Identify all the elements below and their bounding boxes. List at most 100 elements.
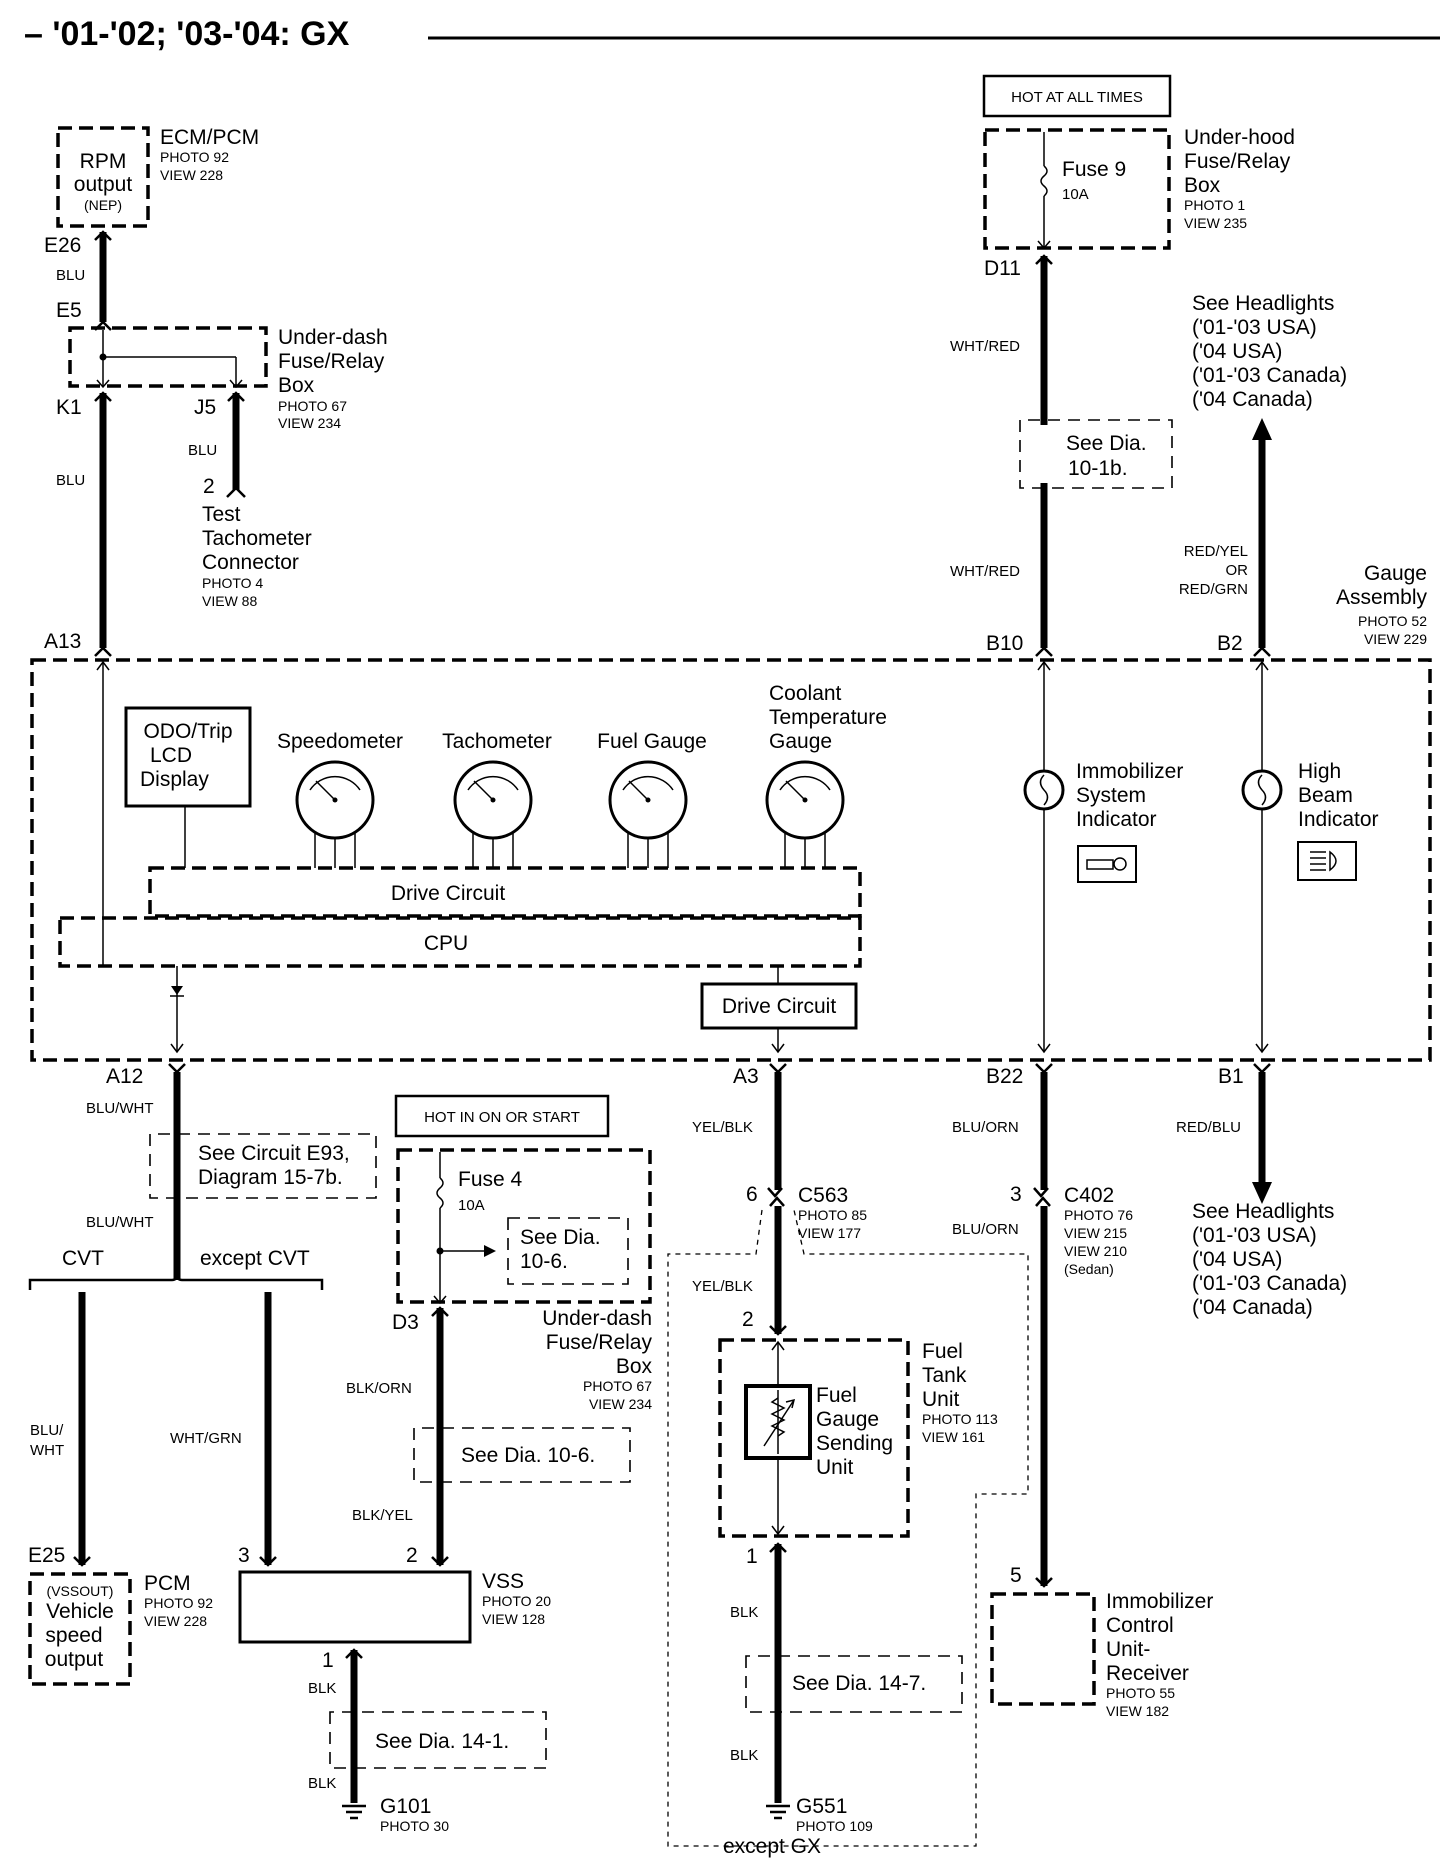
odo-l2: LCD: [150, 744, 192, 767]
hot-in-on-box: [394, 1094, 610, 1138]
coolant-l3: Gauge: [769, 730, 832, 753]
wire-color-blu-orn-2: BLU/ORN: [952, 1221, 1019, 1238]
underhood-fuse-box: [983, 128, 1171, 250]
underdash-bot-l1: Under-dash: [542, 1307, 652, 1330]
see-dia-14-7-box: [745, 1655, 963, 1713]
pcm-vssout-box: [28, 1572, 132, 1686]
high-beam-l3: Indicator: [1298, 808, 1379, 831]
arrow-j5: [229, 379, 243, 389]
wire-color-blu-wht-2: BLU/WHT: [86, 1214, 154, 1231]
ecm-name: ECM/PCM: [160, 126, 259, 149]
pcm-photo: PHOTO 92: [144, 1595, 213, 1611]
headlights-bot-l5: ('04 Canada): [1192, 1296, 1313, 1319]
underdash-fuse-box-bottom: [396, 1148, 652, 1304]
headlights-top-l4: ('01-'03 Canada): [1192, 364, 1347, 387]
conn-j5: [227, 391, 245, 402]
arrow-to-headlights-top: [1252, 418, 1272, 440]
b2-internal-arrow: [1255, 660, 1269, 671]
conn-immob-5: [1035, 1577, 1053, 1588]
wire-color-blk-1: BLK: [308, 1680, 336, 1697]
pin-c563-6: 6: [746, 1183, 758, 1206]
vss-box: [238, 1570, 472, 1644]
fuse9-rating: 10A: [1062, 186, 1089, 203]
coolant-l2: Temperature: [769, 706, 887, 729]
conn-vss-3: [259, 1556, 277, 1567]
conn-d3: [431, 1306, 449, 1317]
c563-photo: PHOTO 85: [798, 1207, 867, 1223]
vss-view: VIEW 128: [482, 1611, 545, 1627]
pin-immob-5: 5: [1010, 1564, 1022, 1587]
sending-l2: Gauge: [816, 1408, 879, 1431]
sending-l3: Sending: [816, 1432, 893, 1455]
wire-color-red-blu: RED/BLU: [1176, 1119, 1241, 1136]
tachometer-needle: [473, 780, 494, 801]
pin-vss-1: 1: [322, 1649, 334, 1672]
pin-e25: E25: [28, 1544, 65, 1567]
g101-name: G101: [380, 1795, 431, 1818]
pin-d3: D3: [392, 1311, 419, 1334]
headlights-top-l2: ('01-'03 USA): [1192, 316, 1317, 339]
underhood-l3: Box: [1184, 174, 1221, 197]
tachometer-scale: [467, 775, 519, 791]
underdash-top-l2: Fuse/Relay: [278, 350, 385, 373]
see-dia-10-1b-l1: See Dia.: [1066, 432, 1147, 455]
tach-conn-l2: Tachometer: [202, 527, 312, 550]
tachometer-gauge: Tachometer: [442, 730, 552, 868]
sending-unit-resistor: [770, 1397, 786, 1437]
b22-internal-arrow: [1037, 1043, 1051, 1054]
pin-fuel-1: 1: [746, 1545, 758, 1568]
gauge-assembly-photo: PHOTO 52: [1358, 613, 1427, 629]
wire-color-blu-wht-1: BLU/WHT: [86, 1100, 154, 1117]
fuel-gauge-pivot: [645, 797, 651, 803]
fuel-tank-l3: Unit: [922, 1388, 960, 1411]
cvt-split-bracket: [28, 1273, 324, 1290]
see-dia-10-6a-bg: [512, 1222, 624, 1280]
c402-note: (Sedan): [1064, 1261, 1114, 1277]
conn-a13: [94, 646, 112, 657]
g551-photo: PHOTO 109: [796, 1818, 873, 1834]
tach-conn-l1: Test: [202, 503, 241, 526]
pin-b2: B2: [1217, 632, 1243, 655]
pin-e5: E5: [56, 299, 82, 322]
c402-view1: VIEW 215: [1064, 1225, 1127, 1241]
conn-e26: [94, 230, 112, 241]
page-title: – '01-'02; '03-'04: GX: [24, 15, 350, 53]
c563-name: C563: [798, 1184, 848, 1207]
conn-c563-a: [767, 1187, 783, 1198]
see-dia-10-6a-l1: See Dia.: [520, 1226, 601, 1249]
fuel-tank-l1: Fuel: [922, 1340, 963, 1363]
wire-color-blu-3: BLU: [188, 442, 217, 459]
underdash-bot-view: VIEW 234: [589, 1396, 652, 1412]
tach-conn-view: VIEW 88: [202, 593, 257, 609]
see-circuit-e93-box: [149, 1133, 377, 1199]
immobilizer-ind-l3: Indicator: [1076, 808, 1157, 831]
headlights-top-l1: See Headlights: [1192, 292, 1334, 315]
see-dia-14-7-label: See Dia. 14-7.: [792, 1672, 926, 1695]
underdash-bot-l3: Box: [616, 1355, 653, 1378]
underdash-top-photo: PHOTO 67: [278, 398, 347, 414]
underdash-top-view: VIEW 234: [278, 415, 341, 431]
see-dia-10-6b-label: See Dia. 10-6.: [461, 1444, 595, 1467]
pin-e26: E26: [44, 234, 81, 257]
except-cvt-label: except CVT: [200, 1247, 310, 1270]
cvt-label: CVT: [62, 1247, 104, 1270]
except-gx-region: [667, 1209, 1029, 1847]
conn-c563-b: [769, 1196, 785, 1207]
arrow-d3: [433, 1295, 447, 1305]
conn-b10: [1035, 646, 1053, 657]
odo-l3: Display: [140, 768, 209, 791]
except-gx-label: except GX: [723, 1835, 821, 1858]
cpu-box: [58, 916, 862, 968]
immob-unit-l2: Control: [1106, 1614, 1174, 1637]
c402-photo: PHOTO 76: [1064, 1207, 1133, 1223]
fuse4-name: Fuse 4: [458, 1168, 523, 1191]
underhood-photo: PHOTO 1: [1184, 197, 1245, 213]
speedometer-label: Speedometer: [277, 730, 403, 753]
pin-fuel-2: 2: [742, 1308, 754, 1331]
immobilizer-lamp-filament: [1039, 774, 1049, 806]
speedometer-gauge: Speedometer: [277, 730, 403, 868]
key-icon-blade: [1086, 859, 1114, 870]
conn-c402-b: [1035, 1196, 1051, 1207]
sending-l1: Fuel: [816, 1384, 857, 1407]
